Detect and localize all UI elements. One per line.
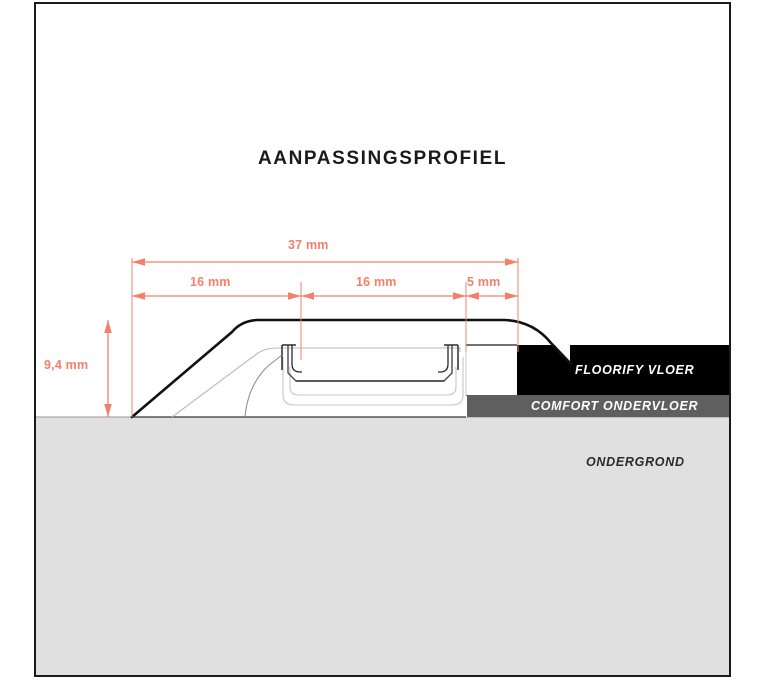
diagram-title: AANPASSINGSPROFIEL bbox=[257, 148, 508, 169]
subfloor-region bbox=[36, 416, 729, 675]
dimension-segment-right bbox=[466, 292, 518, 300]
dimension-segment-left bbox=[132, 292, 301, 300]
dimension-segment-right-label: 5 mm bbox=[467, 275, 501, 289]
dimension-height-label: 9,4 mm bbox=[44, 358, 89, 372]
profile-toe bbox=[244, 354, 283, 418]
floor-band bbox=[517, 345, 729, 395]
dimension-height bbox=[104, 320, 112, 417]
dimension-total-width-label: 37 mm bbox=[288, 238, 329, 252]
layer-label-underlay: COMFORT ONDERVLOER bbox=[531, 399, 699, 413]
dimension-total-width bbox=[132, 258, 518, 266]
profile-body bbox=[132, 320, 570, 417]
dimension-segment-middle-label: 16 mm bbox=[356, 275, 397, 289]
profile-inner-contour bbox=[171, 347, 464, 418]
dimension-segment-middle bbox=[301, 292, 466, 300]
layer-label-floor: FLOORIFY VLOER bbox=[575, 363, 695, 377]
profile-groove bbox=[281, 344, 459, 382]
dimension-lines bbox=[104, 258, 519, 417]
profile-right-shoulder bbox=[465, 344, 517, 395]
layer-label-subfloor: ONDERGROND bbox=[586, 455, 685, 469]
profile-outline bbox=[130, 318, 573, 419]
underlay-band bbox=[466, 395, 729, 417]
dimension-segment-left-label: 16 mm bbox=[190, 275, 231, 289]
